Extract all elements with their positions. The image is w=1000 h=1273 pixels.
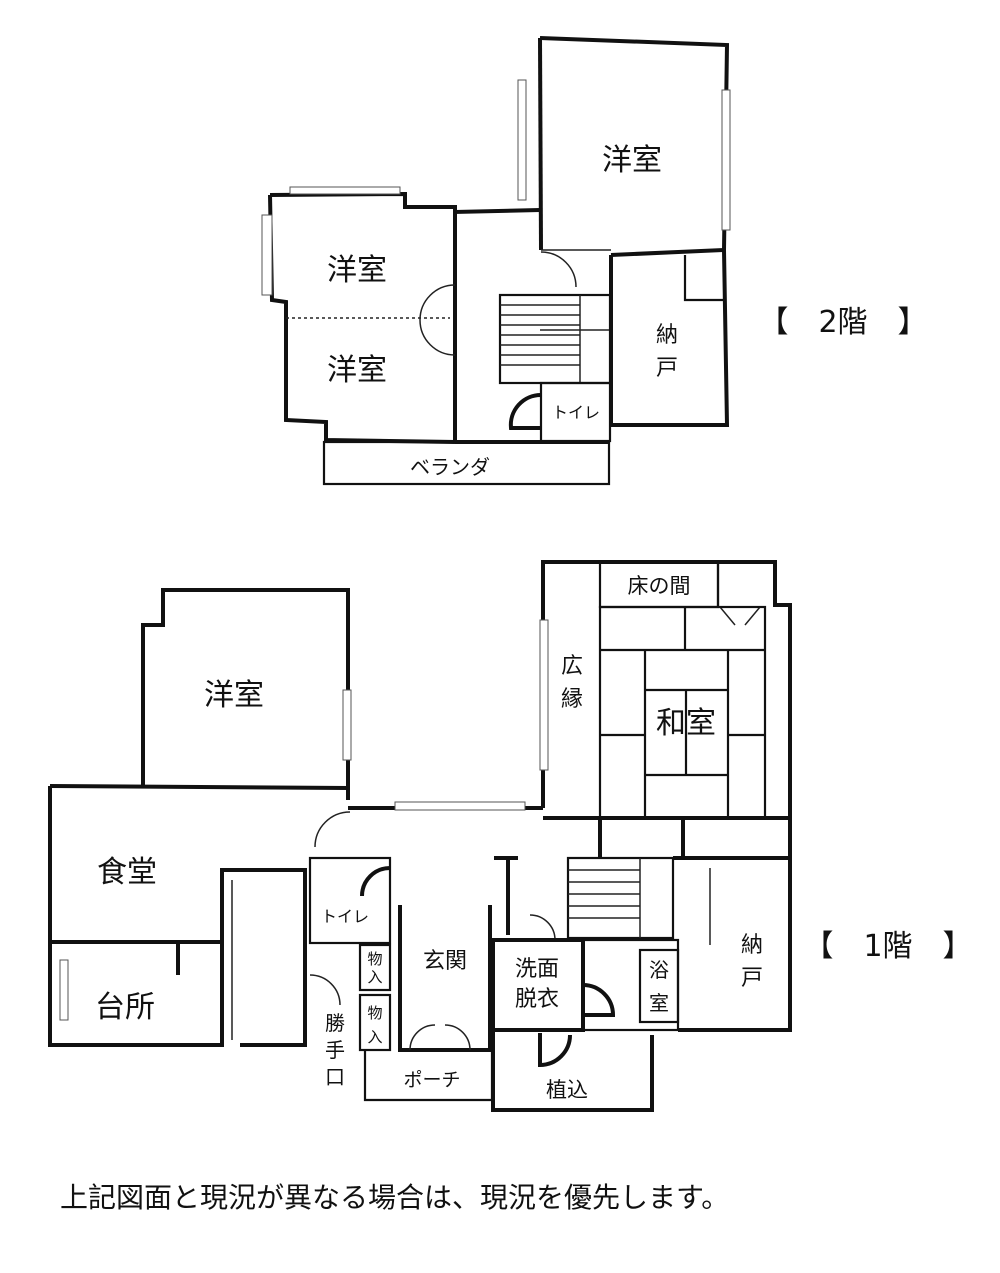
label-1f-western: 洋室 [204, 678, 264, 713]
floor-1-title: 【 1階 】 [803, 929, 972, 964]
label-1f-service-2: 手 [325, 1038, 345, 1062]
label-1f-entrance: 玄関 [423, 949, 467, 974]
label-1f-japanese-room: 和室 [656, 706, 716, 741]
label-1f-engawa-2: 縁 [561, 687, 583, 712]
label-1f-porch: ポーチ [403, 1069, 460, 1091]
label-2f-western-a: 洋室 [327, 253, 387, 288]
label-2f-toilet: トイレ [552, 403, 600, 422]
label-1f-bath-2: 室 [649, 991, 669, 1015]
label-1f-dining: 食堂 [97, 855, 157, 890]
label-1f-bath-1: 浴 [649, 958, 669, 982]
label-1f-washroom-1: 洗面 [515, 957, 559, 982]
label-2f-storage-2: 戸 [656, 356, 678, 381]
label-1f-storage-2: 戸 [741, 966, 763, 991]
label-1f-storage-1: 納 [741, 933, 763, 958]
label-1f-toilet: トイレ [321, 907, 369, 926]
label-1f-closet-2b: 入 [367, 1028, 382, 1046]
label-1f-tokonoma: 床の間 [628, 574, 691, 598]
footer-note: 上記図面と現況が異なる場合は、現況を優先します。 [60, 1181, 730, 1214]
floor-2-plan [261, 36, 731, 486]
label-1f-closet-1a: 物 [367, 950, 382, 968]
floor-2-title: 【 2階 】 [758, 305, 927, 340]
label-1f-planting: 植込 [546, 1078, 588, 1102]
label-1f-closet-2a: 物 [367, 1004, 382, 1022]
label-2f-western-b: 洋室 [327, 353, 387, 388]
label-1f-service-1: 勝 [325, 1011, 345, 1035]
label-1f-engawa-1: 広 [561, 654, 583, 679]
label-1f-closet-1b: 入 [367, 968, 382, 986]
label-2f-veranda: ベランダ [410, 455, 490, 479]
labels: 洋室 洋室 洋室 納 戸 トイレ ベランダ 【 2階 】 洋室 食堂 台所 トイ… [95, 143, 973, 1102]
label-2f-western-large: 洋室 [602, 143, 662, 178]
label-1f-service-3: 口 [325, 1065, 345, 1089]
label-1f-kitchen: 台所 [95, 990, 155, 1025]
label-1f-washroom-2: 脱衣 [515, 987, 559, 1012]
floor-1-plan [48, 560, 792, 1112]
label-2f-storage-1: 納 [656, 323, 678, 348]
